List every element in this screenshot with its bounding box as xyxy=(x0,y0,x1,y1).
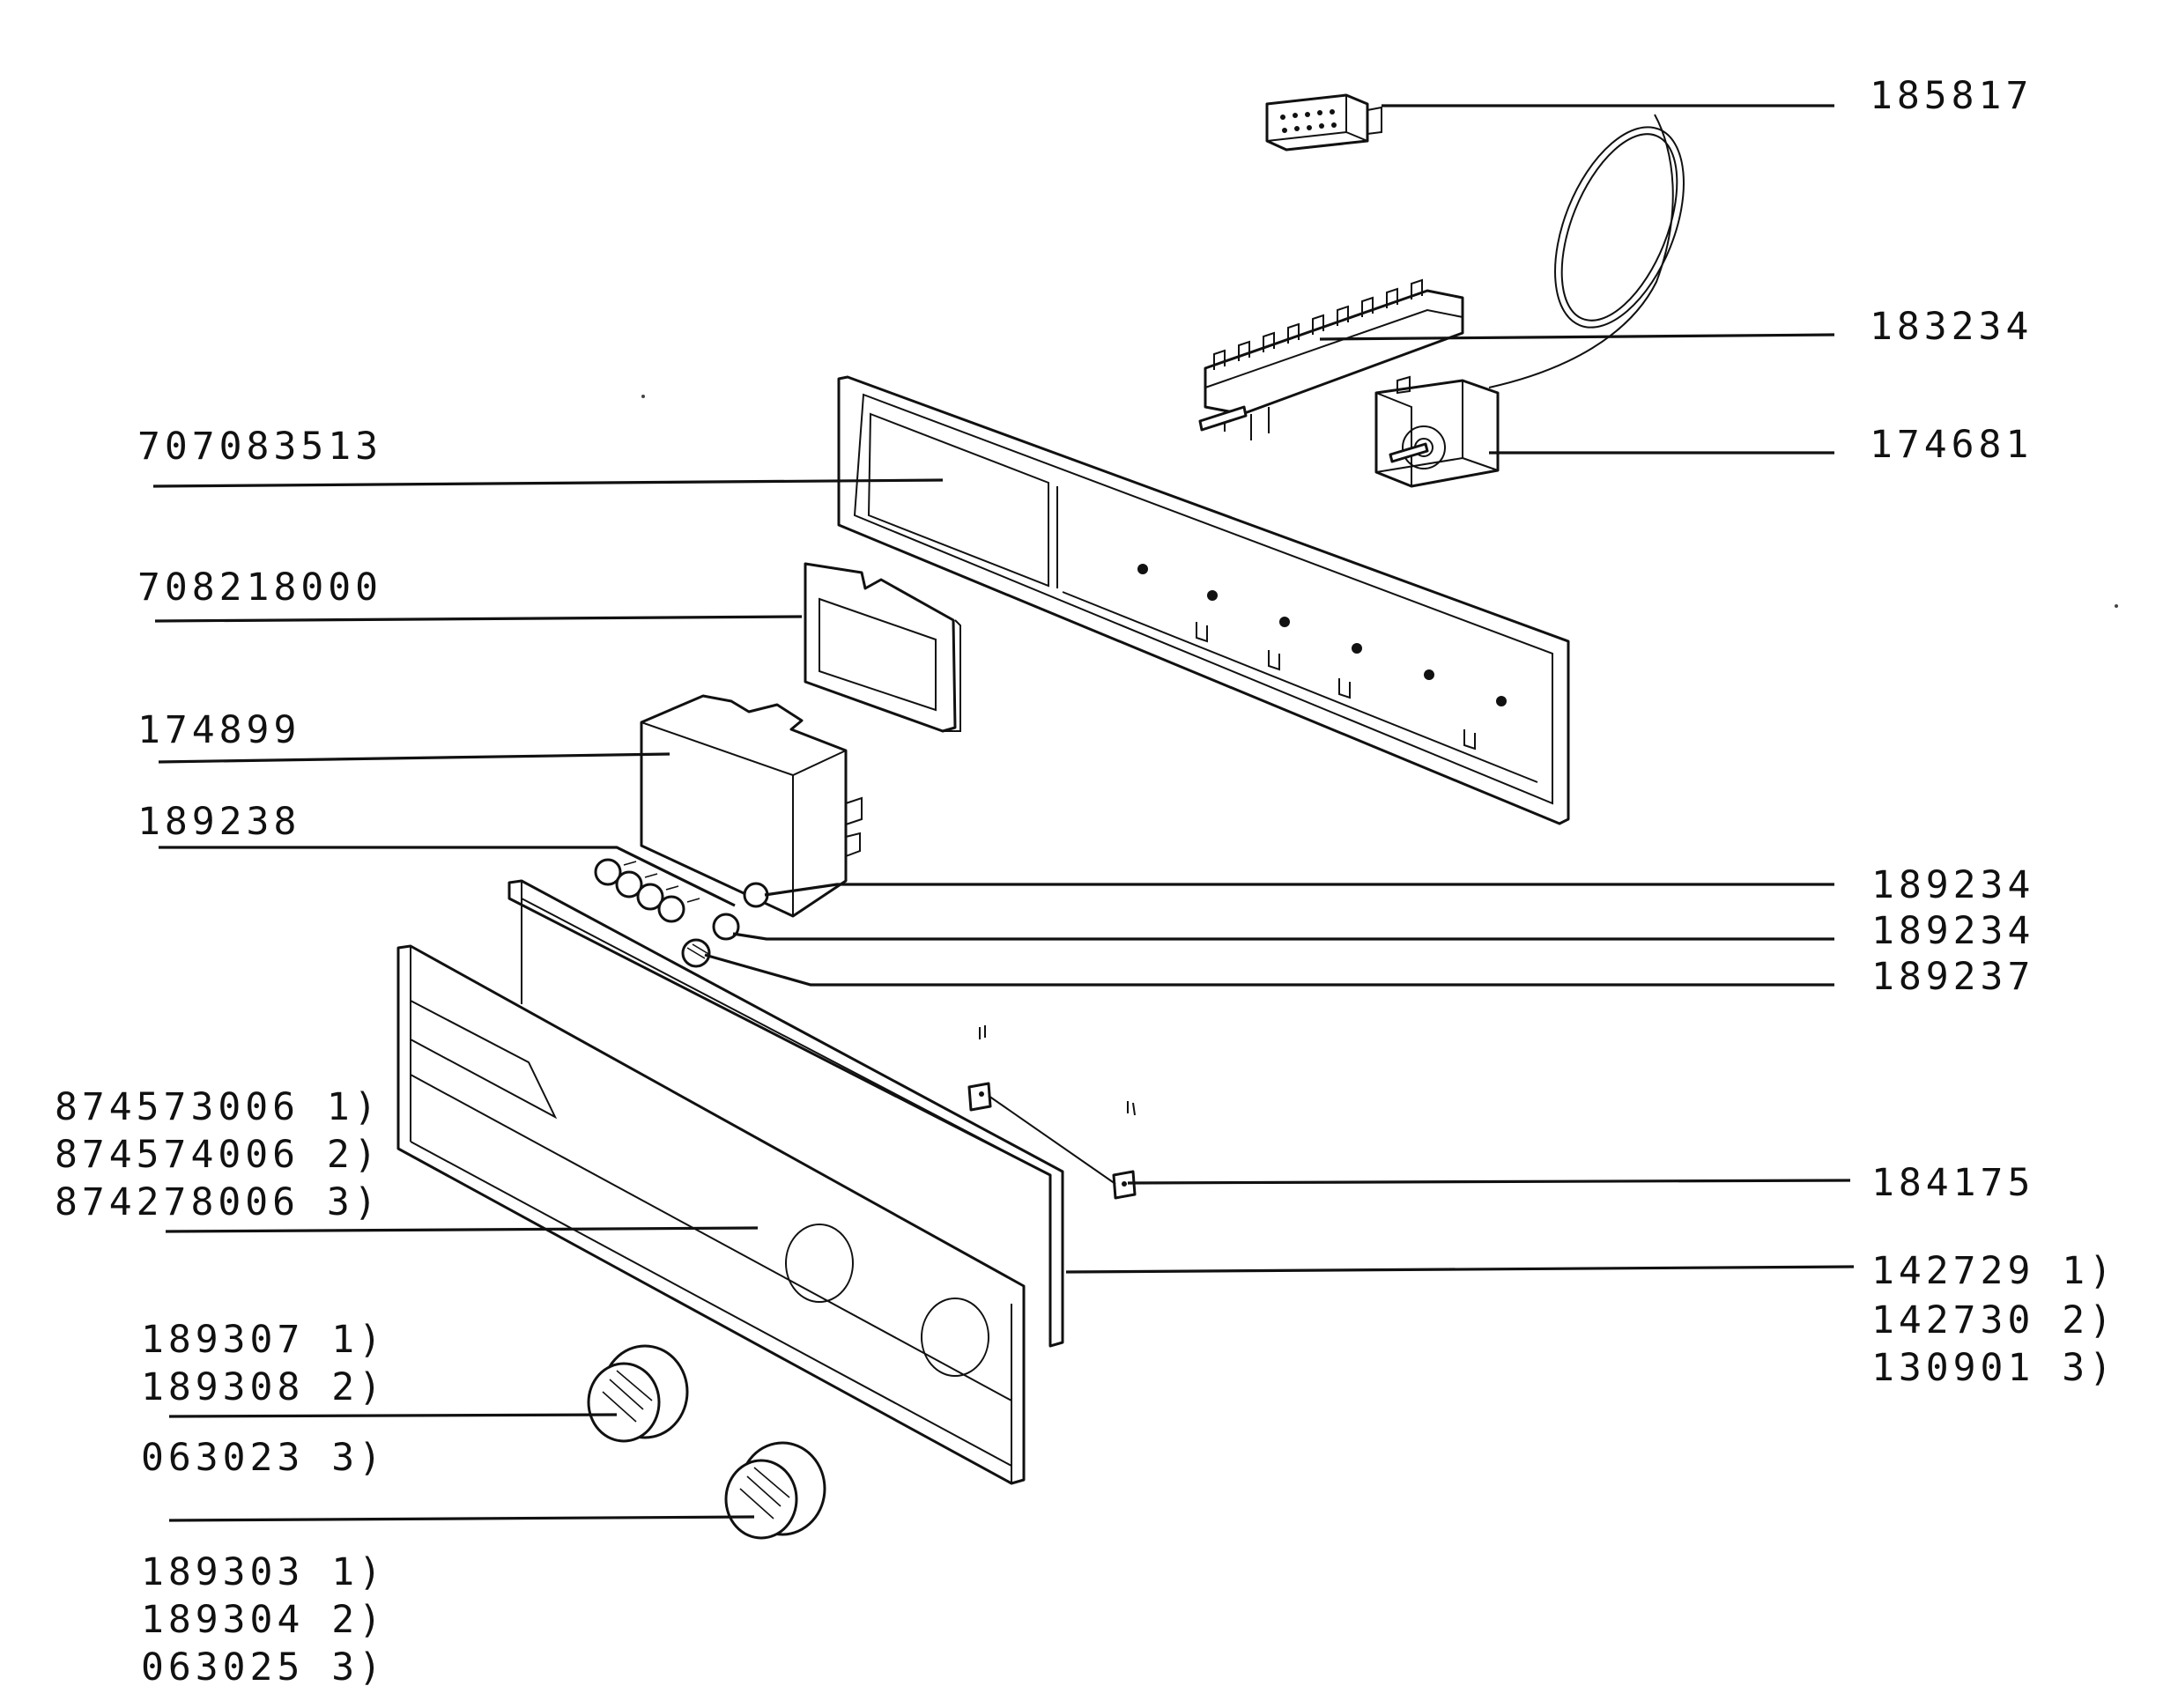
stray-dot xyxy=(641,395,645,398)
label-control-housing: 174899 xyxy=(137,708,301,752)
control-housing-drawing xyxy=(640,694,863,918)
push-buttons-drawing xyxy=(594,858,769,968)
front-panel-drawing xyxy=(396,944,1026,1485)
terminal-strip-drawing xyxy=(1198,278,1464,440)
trim-strip-drawing xyxy=(507,879,1064,1348)
cable-ring-drawing xyxy=(1488,114,1685,388)
panel-frame-drawing xyxy=(837,375,1570,825)
knob-lower-drawing xyxy=(724,1441,826,1540)
label-trim-strip-3: 130901 3) xyxy=(1871,1346,2116,1390)
stray-dot xyxy=(2115,604,2118,608)
label-front-panel-1: 874573006 1) xyxy=(55,1085,382,1129)
label-front-panel-3: 874278006 3) xyxy=(55,1180,382,1224)
connector-block-drawing xyxy=(1265,93,1382,152)
clip-drawing xyxy=(967,1025,1137,1200)
label-knob-lower-2: 189304 2) xyxy=(141,1598,386,1642)
leader-lines xyxy=(152,104,1855,1522)
label-front-panel-2: 874574006 2) xyxy=(55,1133,382,1177)
label-knob-lower-1: 189303 1) xyxy=(141,1550,386,1594)
label-connector-block: 185817 xyxy=(1870,74,2034,118)
label-button-c: 189237 xyxy=(1871,955,2035,999)
label-knob-lower-3: 063025 3) xyxy=(141,1645,386,1690)
label-terminal-strip: 183234 xyxy=(1870,305,2034,349)
label-clip: 184175 xyxy=(1871,1161,2035,1205)
label-panel-frame: 707083513 xyxy=(137,425,382,469)
knob-upper-drawing xyxy=(587,1344,689,1443)
label-knob-upper-3: 063023 3) xyxy=(141,1436,386,1480)
label-knob-upper-2: 189308 2) xyxy=(141,1365,386,1409)
label-knob-upper-1: 189307 1) xyxy=(141,1318,386,1362)
label-switch-unit: 174681 xyxy=(1870,423,2034,467)
label-trim-strip-1: 142729 1) xyxy=(1871,1249,2116,1293)
switch-unit-drawing xyxy=(1374,375,1500,488)
label-window-frame: 708218000 xyxy=(137,566,382,610)
label-button-a: 189234 xyxy=(1871,863,2035,907)
label-button-b: 189234 xyxy=(1871,909,2035,953)
label-trim-strip-2: 142730 2) xyxy=(1871,1298,2116,1342)
window-frame-drawing xyxy=(804,562,961,733)
label-push-buttons: 189238 xyxy=(137,800,301,844)
